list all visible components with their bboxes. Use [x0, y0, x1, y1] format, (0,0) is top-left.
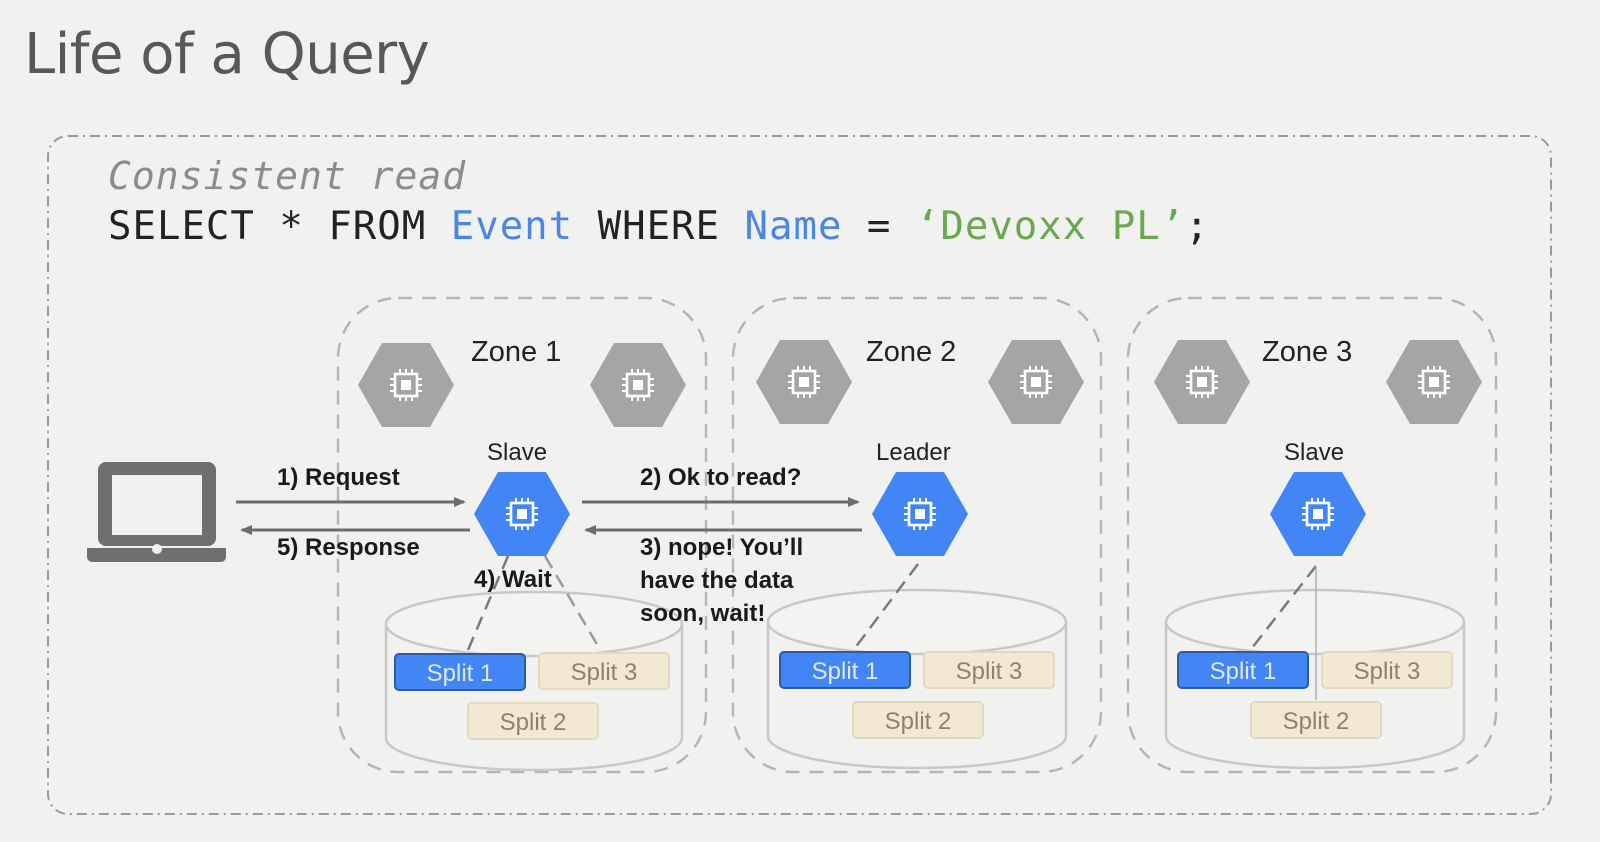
- zone-2-role-label: Leader: [876, 439, 951, 466]
- zone-3-link-split-1: [1251, 565, 1317, 649]
- zone-3-split-3: Split 3: [1321, 651, 1453, 689]
- zone-2-link-split-1: [854, 563, 919, 649]
- slide-title: Life of a Query: [24, 22, 430, 87]
- zone-3-label: Zone 3: [1262, 336, 1353, 368]
- zone-2-replica-right-icon: [988, 340, 1084, 424]
- zone-1-replica-left-icon: [358, 343, 454, 427]
- zone-1-box: [336, 296, 708, 774]
- sql-column-name: Name: [744, 204, 843, 249]
- zone-2-leader-node-icon: [872, 472, 968, 556]
- zone-3-box: [1126, 296, 1498, 774]
- sql-semicolon: ;: [1185, 204, 1210, 249]
- step-1-label: 1) Request: [277, 464, 400, 491]
- step-3-line-2: have the data: [640, 567, 794, 594]
- zone-2-database-icon: [766, 588, 1068, 770]
- code-comment: Consistent read: [108, 154, 467, 198]
- sql-table-name: Event: [450, 204, 574, 249]
- sql-equals: =: [842, 204, 916, 249]
- laptop-icon: [87, 462, 226, 562]
- step-3-label: 3) nope! You’ll have the data soon, wait…: [640, 531, 803, 630]
- zone-3-replica-left-icon: [1154, 340, 1250, 424]
- zone-3-database-icon: [1164, 588, 1466, 770]
- sql-string-value: ‘Devoxx PL’: [915, 204, 1186, 249]
- sql-query: SELECT * FROM Event WHERE Name = ‘Devoxx…: [108, 204, 1210, 249]
- zone-1-database-icon: [384, 590, 684, 772]
- zone-2-split-1: Split 1: [779, 651, 911, 689]
- step-2-label: 2) Ok to read?: [640, 464, 802, 491]
- step-5-label: 5) Response: [277, 534, 420, 561]
- zone-3-role-label: Slave: [1284, 439, 1345, 466]
- zone-2-split-3: Split 3: [923, 651, 1055, 689]
- step-3-line-1: 3) nope! You’ll: [640, 534, 804, 561]
- zone-1-link-split-3: [543, 555, 600, 647]
- zone-1-slave-node-icon: [474, 472, 570, 556]
- zone-2-replica-left-icon: [756, 340, 852, 424]
- zone-1-link-split-1: [466, 555, 510, 651]
- zone-3-replica-right-icon: [1386, 340, 1482, 424]
- zone-3-split-2: Split 2: [1250, 701, 1382, 739]
- zone-1-split-1: Split 1: [394, 653, 526, 691]
- query-frame: [47, 135, 1552, 815]
- zone-3-split-1: Split 1: [1177, 651, 1309, 689]
- zone-1-replica-right-icon: [590, 343, 686, 427]
- zone-2-label: Zone 2: [866, 336, 957, 368]
- zone-3-slave-node-icon: [1270, 472, 1366, 556]
- sql-where-keyword: WHERE: [573, 204, 745, 249]
- zone-2-box: [731, 296, 1103, 774]
- sql-select-clause: SELECT * FROM: [108, 204, 451, 249]
- zone-1-label: Zone 1: [471, 336, 562, 368]
- zone-2-split-2: Split 2: [852, 701, 984, 739]
- zone-1-split-3: Split 3: [538, 652, 670, 690]
- step-4-label: 4) Wait: [474, 566, 552, 593]
- step-3-line-3: soon, wait!: [640, 600, 766, 627]
- zone-1-split-2: Split 2: [467, 702, 599, 740]
- zone-1-role-label: Slave: [487, 439, 548, 466]
